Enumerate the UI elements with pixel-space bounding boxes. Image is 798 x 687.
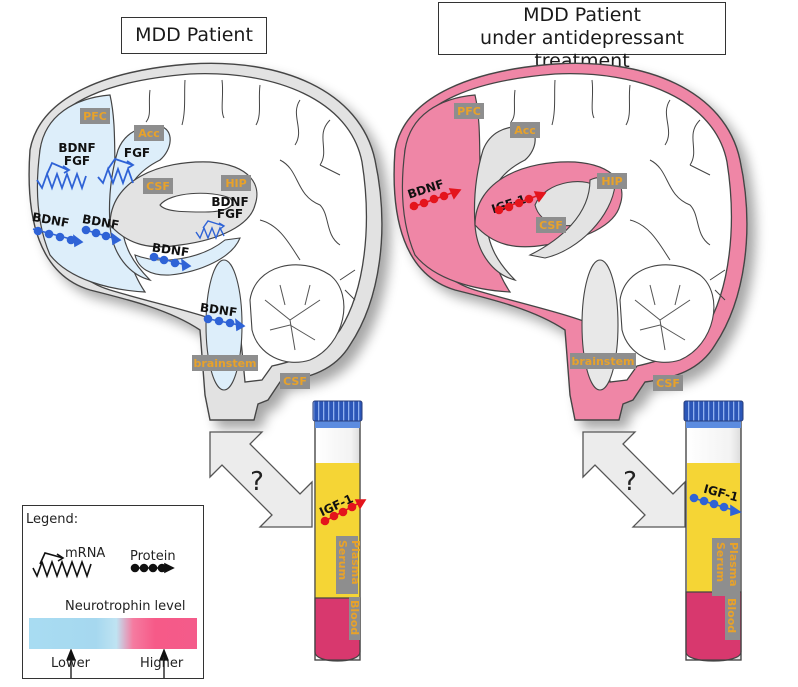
left-mrna-label-hip: BDNF (211, 195, 248, 209)
left-tube-label-blood: Blood (348, 600, 361, 635)
left-ventricle-inner (159, 192, 233, 213)
right-question-mark: ? (623, 467, 637, 497)
left-tube-plasma-label-bg (336, 536, 358, 594)
left-tube-cap (312, 400, 363, 422)
left-protein-icon-brainstem (203, 314, 246, 332)
right-label-acc: Acc (510, 122, 540, 138)
right-tube-protein-icon (689, 493, 742, 517)
left-label-pfc: PFC (80, 108, 110, 124)
right-brainstem (581, 259, 619, 391)
legend-higher-arrow-icon (159, 648, 169, 678)
right-tube-cap (683, 400, 744, 422)
left-cerebellum (249, 264, 345, 363)
right-double-arrow: ? (582, 431, 686, 528)
right-tube-label-blood: Blood (725, 598, 738, 633)
svg-text:Acc: Acc (138, 127, 160, 140)
left-tube-label-serum: Serum (336, 540, 349, 580)
left-tube-label-plasma: Plasma (349, 540, 362, 585)
right-tube-cap-rim (686, 419, 741, 428)
legend-mrna-icon (32, 552, 92, 579)
right-label-csf: CSF (536, 217, 566, 233)
right-label-hip: HIP (597, 173, 627, 189)
legend: Legend: mRNA Protein Neurotrophin level … (22, 505, 204, 679)
left-label-hip: HIP (221, 175, 251, 191)
left-mrna-icon-hip (195, 220, 226, 240)
legend-scale-title: Neurotrophin level (65, 599, 186, 614)
right-label-brainstem: brainstem (570, 353, 636, 369)
left-mrna-icon-pfc (36, 161, 87, 191)
legend-glyphs (32, 552, 175, 678)
left-mrna-label-hip-2: FGF (217, 207, 243, 221)
legend-protein-label: Protein (130, 549, 176, 564)
left-label-csf: CSF (143, 178, 173, 194)
left-protein-icon-pfc (32, 226, 84, 248)
left-double-arrow: ? (209, 431, 313, 528)
svg-text:HIP: HIP (225, 177, 246, 190)
left-tube-protein-icon (320, 499, 367, 526)
right-brain: PFC Acc HIP CSF brainstem CSF BDNF IGF-1 (393, 62, 748, 421)
legend-title: Legend: (26, 512, 79, 527)
legend-higher-label: Higher (140, 656, 184, 671)
svg-text:PFC: PFC (457, 105, 481, 118)
left-protein-label-hip: BDNF (151, 241, 190, 260)
left-tube-blood-label-bg (349, 597, 360, 640)
right-cerebellum-folds (634, 284, 691, 351)
left-gyri (145, 79, 356, 301)
right-protein-icon-ventricle (494, 191, 547, 215)
left-protein-icon-acc (81, 225, 122, 246)
left-mrna-label-pfc: BDNF (58, 141, 95, 155)
left-blood-tube: IGF-1 Plasma Serum Blood (312, 400, 367, 662)
left-question-mark: ? (250, 467, 264, 497)
right-label-csf-bottom: CSF (653, 375, 683, 391)
left-hippocampus-region (134, 237, 241, 276)
right-tube-label-serum: Serum (714, 542, 727, 582)
left-protein-icon-hip (149, 252, 192, 272)
left-label-csf-bottom: CSF (280, 373, 310, 389)
right-gyri (510, 79, 726, 301)
legend-protein-icon (130, 562, 175, 574)
right-cerebellum (619, 264, 715, 363)
svg-text:brainstem: brainstem (571, 355, 634, 368)
svg-text:CSF: CSF (656, 377, 680, 390)
legend-lower-arrow-icon (66, 648, 76, 678)
left-protein-label-acc: BDNF (81, 212, 120, 232)
svg-text:Acc: Acc (514, 124, 536, 137)
legend-gradient-bar (29, 618, 197, 649)
right-title-box: MDD Patient under antidepressant treatme… (438, 2, 726, 72)
left-label-acc: Acc (134, 125, 164, 141)
left-brain: PFC Acc CSF HIP brainstem CSF BDNF FGF F… (28, 62, 383, 421)
right-tube-plasma-label-bg (712, 538, 740, 596)
svg-text:CSF: CSF (146, 180, 170, 193)
left-mrna-label-pfc-2: FGF (64, 154, 90, 168)
right-protein-icon-pfc (409, 188, 462, 211)
svg-text:CSF: CSF (283, 375, 307, 388)
svg-text:CSF: CSF (539, 219, 563, 232)
left-mrna-icon-acc (97, 157, 135, 186)
right-title-line1: MDD Patient (523, 4, 641, 26)
left-title: MDD Patient (135, 24, 253, 46)
legend-mrna-label: mRNA (65, 546, 106, 561)
legend-lower-label: Lower (51, 656, 90, 671)
svg-text:HIP: HIP (601, 175, 622, 188)
right-blood-tube: IGF-1 Plasma Serum Blood (683, 400, 744, 662)
left-cerebellum-folds (264, 284, 321, 351)
right-tube-blood-label-bg (725, 595, 740, 640)
right-tube-label-plasma: Plasma (727, 542, 740, 587)
left-mrna-label-acc: FGF (124, 146, 150, 160)
left-tube-cap-rim (315, 419, 360, 428)
left-label-brainstem: brainstem (192, 355, 258, 371)
svg-text:brainstem: brainstem (193, 357, 256, 370)
svg-text:PFC: PFC (83, 110, 107, 123)
left-protein-label-pfc: BDNF (31, 210, 70, 230)
left-title-box: MDD Patient (121, 17, 267, 54)
right-label-pfc: PFC (454, 103, 484, 119)
